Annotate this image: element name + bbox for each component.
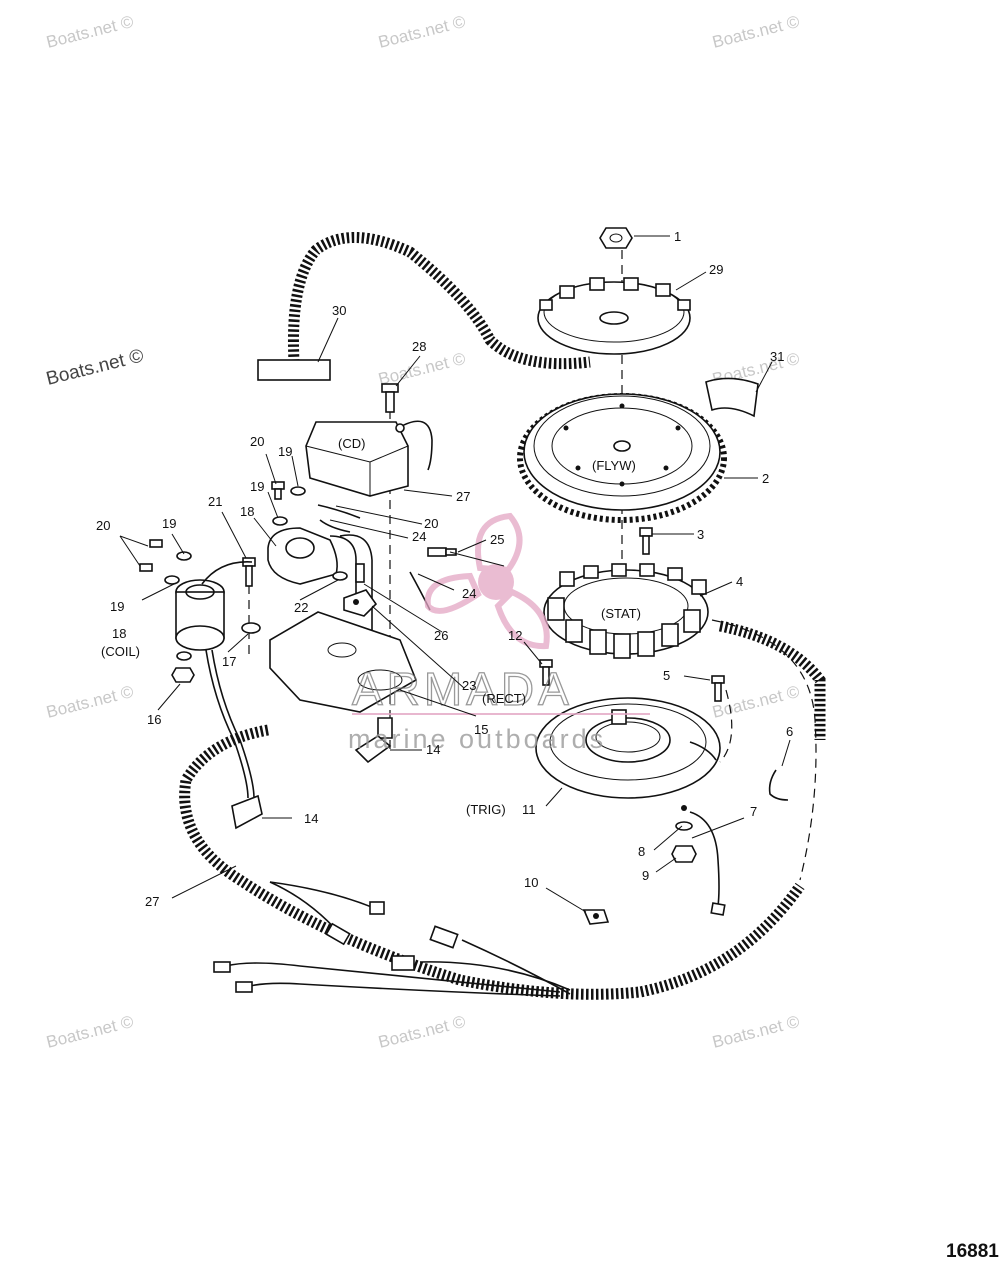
callout-20-upper: 20 <box>250 434 264 449</box>
callout-7: 7 <box>750 804 757 819</box>
rectifier-part-26 <box>343 589 378 617</box>
cd-module: (CD) <box>305 420 433 497</box>
callout-24-lower: 24 <box>462 586 476 601</box>
watermark: Boats.net © <box>710 12 801 52</box>
screw-part-26 <box>355 563 365 583</box>
screw-part-28 <box>381 383 399 413</box>
callout-31: 31 <box>770 349 784 364</box>
callout-27-upper: 27 <box>456 489 470 504</box>
watermark: Boats.net © <box>44 1012 135 1052</box>
callout-19-mid: 19 <box>162 516 176 531</box>
flywheel-label: (FLYW) <box>592 458 636 473</box>
callout-19-left: 19 <box>250 479 264 494</box>
watermark: Boats.net © <box>376 12 467 52</box>
nut-part-1 <box>599 227 633 249</box>
watermark: Boats.net © <box>710 682 801 722</box>
spark-plug-lead-part-14-upper <box>354 717 393 764</box>
ignition-coil-part-18-lower <box>175 561 253 651</box>
leader-lines <box>119 235 791 913</box>
callout-3: 3 <box>697 527 704 542</box>
callout-24-upper: 24 <box>412 529 426 544</box>
trigger-label: (TRIG) <box>466 802 506 817</box>
washer-part-17 <box>241 622 261 634</box>
cable-clip-part-10 <box>582 909 610 925</box>
bolt-part-3 <box>639 527 653 555</box>
callout-26: 26 <box>434 628 448 643</box>
nut-part-16 <box>171 651 195 683</box>
callout-10: 10 <box>524 875 538 890</box>
callout-23: 23 <box>462 678 476 693</box>
callout-8: 8 <box>638 844 645 859</box>
callout-5: 5 <box>663 668 670 683</box>
callout-9: 9 <box>642 868 649 883</box>
watermark: Boats.net © <box>44 682 135 722</box>
callout-18-lower: 18 <box>112 626 126 641</box>
callout-18-upper: 18 <box>240 504 254 519</box>
callout-4: 4 <box>736 574 743 589</box>
trigger-part-11 <box>535 697 721 799</box>
ignition-coil-part-18-upper <box>267 527 373 630</box>
screw-part-20-lower <box>139 539 163 572</box>
ground-wire-part-7 <box>689 811 726 916</box>
callout-14-upper: 14 <box>426 742 440 757</box>
cd-module-label: (CD) <box>338 436 365 451</box>
stator-label: (STAT) <box>601 606 641 621</box>
callout-6: 6 <box>786 724 793 739</box>
watermark: Boats.net © <box>376 1012 467 1052</box>
washer-part-19-lower <box>164 551 192 585</box>
callout-22: 22 <box>294 600 308 615</box>
screw-part-5 <box>711 675 725 702</box>
callout-16: 16 <box>147 712 161 727</box>
screw-part-20-upper <box>271 481 285 500</box>
washer-part-22 <box>332 571 348 581</box>
callout-15: 15 <box>474 722 488 737</box>
callout-2: 2 <box>762 471 769 486</box>
watermark: Boats.net © <box>44 12 135 52</box>
callout-21: 21 <box>208 494 222 509</box>
callout-19-lower: 19 <box>110 599 124 614</box>
watermark: Boats.net © <box>376 349 467 389</box>
washer-part-19-upper <box>272 486 306 526</box>
callout-17: 17 <box>222 654 236 669</box>
bracket-part-15 <box>269 611 418 713</box>
callout-12: 12 <box>508 628 522 643</box>
watermark: Boats.net © <box>710 1012 801 1052</box>
document-number: 16881 <box>946 1241 999 1262</box>
brand-name: ARMADA <box>352 663 573 715</box>
rectifier-label: (RECT) <box>482 691 526 706</box>
propeller-logo-icon <box>424 512 550 650</box>
watermark: Boats.net © <box>44 345 146 389</box>
callout-27-lower: 27 <box>145 894 159 909</box>
callout-29: 29 <box>709 262 723 277</box>
wiring-harness-part-27 <box>179 620 826 1000</box>
callout-14-lower: 14 <box>304 811 318 826</box>
nut-part-9 <box>671 845 697 863</box>
callout-11: 11 <box>522 802 536 817</box>
decal-part-31 <box>705 377 759 418</box>
callout-1: 1 <box>674 229 681 244</box>
coil-label: (COIL) <box>101 644 140 659</box>
armada-brand-watermark: ARMADA marine outboards <box>348 512 650 754</box>
brand-subtitle: marine outboards <box>348 724 606 754</box>
clip-part-6 <box>768 769 789 801</box>
callout-30: 30 <box>332 303 346 318</box>
stator-part-4 <box>543 563 709 659</box>
callout-28: 28 <box>412 339 426 354</box>
screw-part-12 <box>539 659 553 686</box>
callout-numbers: 1 2 3 4 5 6 7 8 9 10 11 12 14 14 15 16 1… <box>96 229 793 909</box>
callout-19-upper: 19 <box>278 444 292 459</box>
callout-20-right: 20 <box>424 516 438 531</box>
callout-20-lower: 20 <box>96 518 110 533</box>
flywheel-part-2 <box>517 393 727 523</box>
callout-25: 25 <box>490 532 504 547</box>
battery-cable-part-30 <box>257 232 591 381</box>
starter-cup-part-29 <box>537 277 691 355</box>
